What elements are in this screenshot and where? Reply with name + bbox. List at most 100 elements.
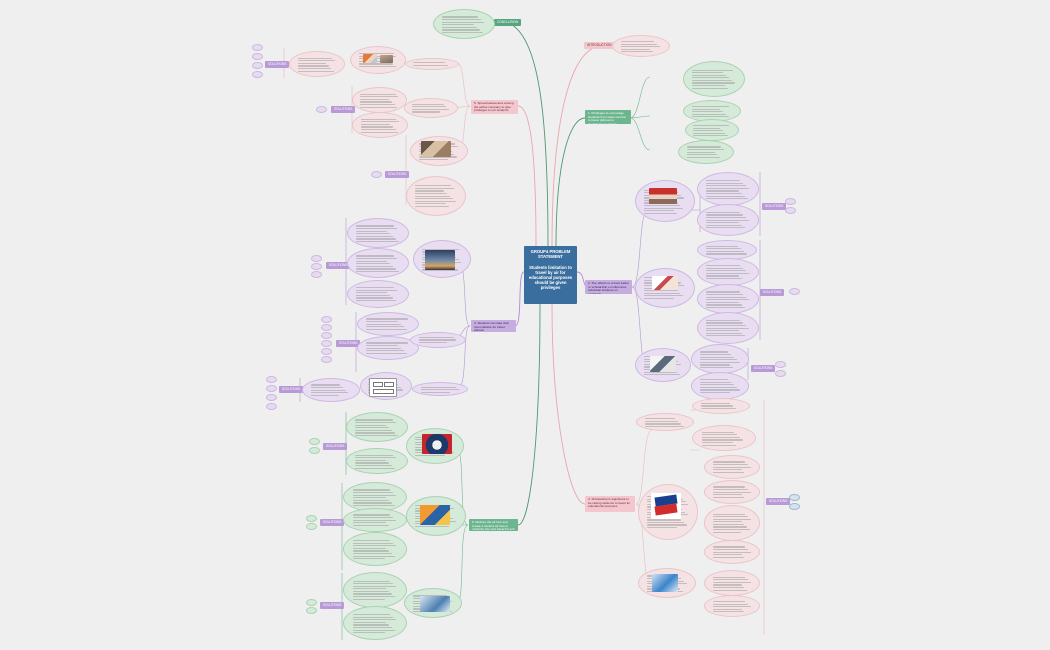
note-bubble[interactable] <box>302 378 360 402</box>
note-bubble[interactable] <box>343 482 407 512</box>
leaf-node[interactable] <box>316 106 327 113</box>
note-bubble[interactable] <box>412 382 468 396</box>
leaf-node[interactable] <box>252 44 263 51</box>
note-bubble[interactable] <box>357 312 419 336</box>
note-bubble[interactable] <box>404 98 458 118</box>
leaf-node[interactable] <box>306 607 317 614</box>
note-bubble[interactable] <box>346 448 408 474</box>
note-bubble[interactable] <box>347 218 409 248</box>
branch-conclusion[interactable]: CONCLUSION <box>494 19 522 26</box>
leaf-node[interactable] <box>266 394 277 401</box>
note-bubble[interactable] <box>343 532 407 566</box>
note-bubble[interactable] <box>352 87 407 113</box>
solutions-label[interactable]: SOLUTIONS <box>331 106 356 113</box>
leaf-node[interactable] <box>306 523 317 530</box>
leaf-node[interactable] <box>306 515 317 522</box>
note-bubble[interactable] <box>697 204 759 236</box>
solutions-label[interactable]: SOLUTIONS <box>279 386 304 393</box>
branch-2[interactable]: 2. The effects to school tuition or scho… <box>585 280 632 294</box>
branch-3[interactable]: 3. Scholarship is significant to be rais… <box>585 496 635 512</box>
branch-introduction[interactable]: INTRODUCTION <box>584 42 615 49</box>
note-bubble[interactable] <box>636 413 694 431</box>
note-bubble[interactable] <box>357 336 419 360</box>
leaf-node[interactable] <box>306 599 317 606</box>
note-bubble[interactable] <box>697 172 759 206</box>
note-bubble[interactable] <box>691 372 749 400</box>
solutions-label[interactable]: SOLUTIONS <box>326 262 351 269</box>
leaf-node[interactable] <box>266 376 277 383</box>
solutions-label[interactable]: SOLUTIONS <box>320 519 345 526</box>
note-bubble[interactable] <box>704 455 760 479</box>
note-bubble[interactable] <box>691 344 749 374</box>
note-bubble[interactable] <box>343 606 407 640</box>
note-bubble[interactable] <box>704 505 760 541</box>
solutions-label[interactable]: SOLUTIONS <box>265 61 290 68</box>
leaf-node[interactable] <box>311 255 322 262</box>
solutions-label[interactable]: SOLUTIONS <box>323 443 348 450</box>
note-bubble[interactable] <box>678 140 734 164</box>
note-bubble[interactable] <box>692 425 756 451</box>
note-bubble[interactable] <box>704 570 760 596</box>
leaf-node[interactable] <box>321 340 332 347</box>
note-bubble[interactable] <box>343 572 407 608</box>
branch-5[interactable]: 5. Spread awareness among the airline co… <box>471 100 518 114</box>
note-bubble[interactable] <box>683 100 741 122</box>
leaf-node[interactable] <box>789 503 800 510</box>
note-bubble[interactable] <box>697 240 757 260</box>
leaf-node[interactable] <box>775 361 786 368</box>
leaf-node[interactable] <box>321 332 332 339</box>
leaf-node[interactable] <box>266 385 277 392</box>
leaf-node[interactable] <box>266 403 277 410</box>
note-bubble[interactable] <box>697 258 759 286</box>
note-bubble[interactable] <box>704 480 760 504</box>
note-bubble[interactable] <box>405 58 459 70</box>
leaf-node[interactable] <box>311 271 322 278</box>
leaf-node[interactable] <box>321 324 332 331</box>
leaf-node[interactable] <box>789 494 800 501</box>
note-bubble[interactable] <box>350 46 406 74</box>
note-bubble[interactable] <box>697 312 759 344</box>
solutions-label[interactable]: SOLUTIONS <box>320 602 345 609</box>
note-bubble[interactable] <box>352 112 408 138</box>
leaf-node[interactable] <box>785 198 796 205</box>
central-topic[interactable]: GROUP4 PROBLEM STATEMENT Students limita… <box>524 246 577 304</box>
note-bubble[interactable] <box>410 332 466 348</box>
note-bubble[interactable] <box>612 35 670 57</box>
note-bubble[interactable] <box>704 595 760 617</box>
branch-6[interactable]: 6. Reduce the air fare and create a stud… <box>469 519 518 531</box>
leaf-node[interactable] <box>321 316 332 323</box>
solutions-label[interactable]: SOLUTIONS <box>751 365 776 372</box>
solutions-label[interactable]: SOLUTIONS <box>762 203 787 210</box>
note-bubble[interactable] <box>704 540 760 564</box>
solutions-label[interactable]: SOLUTIONS <box>336 340 361 347</box>
note-bubble[interactable] <box>346 412 408 442</box>
leaf-node[interactable] <box>309 447 320 454</box>
note-bubble[interactable] <box>406 176 466 216</box>
note-bubble[interactable] <box>683 61 745 97</box>
leaf-node[interactable] <box>775 370 786 377</box>
leaf-node[interactable] <box>321 356 332 363</box>
note-bubble[interactable] <box>685 119 739 141</box>
note-bubble[interactable] <box>347 248 409 278</box>
note-bubble[interactable] <box>692 398 750 414</box>
leaf-node[interactable] <box>252 71 263 78</box>
note-bubble[interactable] <box>347 280 409 308</box>
leaf-node[interactable] <box>789 288 800 295</box>
note-bubble[interactable] <box>343 508 407 532</box>
leaf-node[interactable] <box>252 53 263 60</box>
leaf-node[interactable] <box>309 438 320 445</box>
solutions-label[interactable]: SOLUTIONS <box>385 171 410 178</box>
leaf-node[interactable] <box>785 207 796 214</box>
branch-4[interactable]: 4. Students can take their own initiativ… <box>471 320 516 332</box>
leaf-node[interactable] <box>371 171 382 178</box>
branch-1[interactable]: 1. Privileges to encourage students from… <box>585 110 631 124</box>
note-bubble[interactable] <box>697 284 759 314</box>
solutions-label[interactable]: SOLUTIONS <box>760 289 785 296</box>
leaf-node[interactable] <box>321 348 332 355</box>
leaf-node[interactable] <box>311 263 322 270</box>
note-bubble[interactable] <box>289 51 345 77</box>
solutions-label[interactable]: SOLUTIONS <box>766 498 791 505</box>
note-bubble[interactable] <box>433 9 495 39</box>
leaf-node[interactable] <box>252 62 263 69</box>
